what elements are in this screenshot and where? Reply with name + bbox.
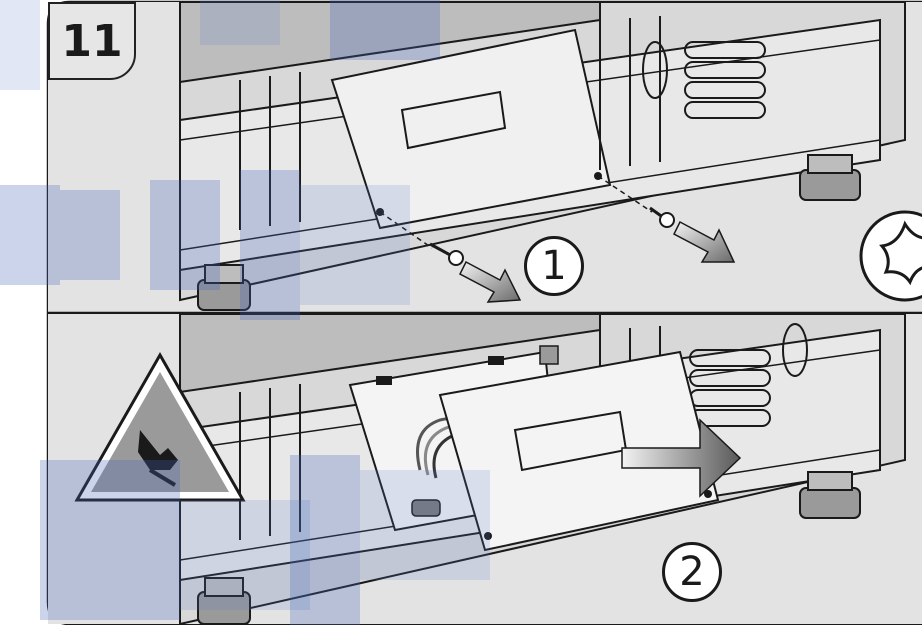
callout-step-1: 1	[524, 236, 584, 296]
leveling-foot-left-bottom	[197, 577, 251, 624]
leveling-foot-right-top	[799, 154, 861, 201]
callout-step-2: 2	[662, 542, 722, 602]
direction-arrow-icon	[621, 418, 742, 498]
direction-arrow-icon	[459, 260, 522, 303]
top-panel	[48, 2, 922, 313]
cover-plate	[438, 350, 720, 552]
direction-arrow-icon	[673, 220, 736, 263]
bottom-panel	[48, 314, 922, 624]
connector	[411, 499, 441, 517]
torx-bit-icon	[859, 210, 922, 302]
hand-pinch-warning-icon	[74, 351, 246, 502]
step-number-badge: 11	[48, 2, 136, 80]
screw-icon	[429, 242, 464, 266]
screw-icon	[649, 206, 675, 228]
leveling-foot-left-top	[197, 264, 251, 311]
leveling-foot-right-bottom	[799, 471, 861, 519]
